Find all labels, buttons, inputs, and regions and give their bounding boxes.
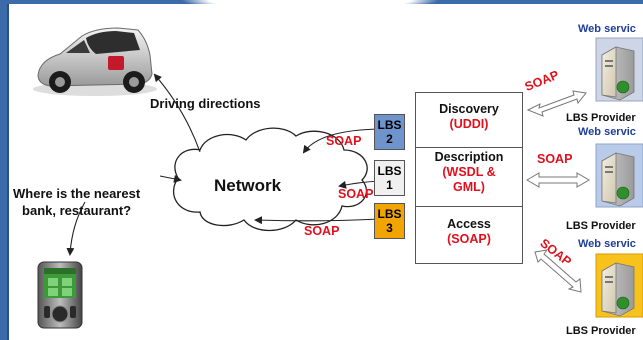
server-3-service-label: Web servic <box>578 238 636 250</box>
description-section: Description (WSDL & GML) <box>416 150 522 195</box>
lbs-2-line1: LBS <box>377 118 402 132</box>
car-icon <box>33 27 157 96</box>
server-link-arrows <box>526 90 590 293</box>
hollow-arrow-server-1 <box>526 90 587 117</box>
lbs-3-box: LBS 3 <box>374 203 405 239</box>
arrow-query-to-phone <box>66 201 86 256</box>
arrow-lbs3-network <box>254 215 386 225</box>
discovery-section: Discovery (UDDI) <box>416 102 522 132</box>
registry-divider-2 <box>416 206 522 207</box>
lbs-1-line1: LBS <box>377 164 402 178</box>
slide-top-border <box>0 0 643 12</box>
soap-label-lbs3: SOAP <box>304 224 340 238</box>
query-label: Where is the nearest bank, restaurant? <box>13 185 140 219</box>
discovery-detail: (UDDI) <box>449 117 489 131</box>
query-line-2: bank, restaurant? <box>22 203 132 218</box>
server-2-provider-label: LBS Provider <box>566 220 636 232</box>
query-line-1: Where is the nearest <box>13 186 141 201</box>
soap-label-lbs2: SOAP <box>326 134 362 148</box>
network-label: Network <box>214 176 282 195</box>
access-title: Access <box>447 217 491 231</box>
soap-label-lbs1: SOAP <box>338 187 374 201</box>
arrow-query-to-network <box>159 174 182 183</box>
lbs-2-box: LBS 2 <box>374 114 405 150</box>
lbs-3-line2: 3 <box>386 221 393 235</box>
arrow-lbs2-network <box>302 125 386 154</box>
registry-box: Discovery (UDDI) Description (WSDL & GML… <box>415 92 523 264</box>
lbs-1-line2: 1 <box>386 178 393 192</box>
discovery-title: Discovery <box>439 102 499 116</box>
hollow-arrow-server-3 <box>534 249 582 293</box>
server-2-service-label: Web servic <box>578 126 636 138</box>
soap-label-server-2: SOAP <box>537 152 573 166</box>
registry-divider-1 <box>416 147 522 148</box>
slide-left-border-inner <box>7 4 9 340</box>
server-2-icon <box>595 143 643 208</box>
lbs-2-line2: 2 <box>386 132 393 146</box>
driving-directions-label: Driving directions <box>150 96 261 111</box>
server-1-service-label: Web servic <box>578 23 636 35</box>
access-detail: (SOAP) <box>447 232 491 246</box>
access-section: Access (SOAP) <box>416 217 522 247</box>
description-detail-2: GML) <box>453 180 485 194</box>
description-title: Description <box>434 150 504 164</box>
server-3-provider-label: LBS Provider <box>566 325 636 337</box>
hollow-arrow-server-2 <box>526 172 590 188</box>
lbs-1-box: LBS 1 <box>374 160 405 196</box>
server-1-icon <box>595 37 643 102</box>
server-3-icon <box>595 253 643 318</box>
pda-phone-icon <box>37 261 83 329</box>
lbs-3-line1: LBS <box>377 207 402 221</box>
server-1-provider-label: LBS Provider <box>566 112 636 124</box>
arrow-network-to-car <box>153 73 201 153</box>
slide-left-border <box>0 4 7 340</box>
description-detail-1: (WSDL & <box>442 165 496 179</box>
